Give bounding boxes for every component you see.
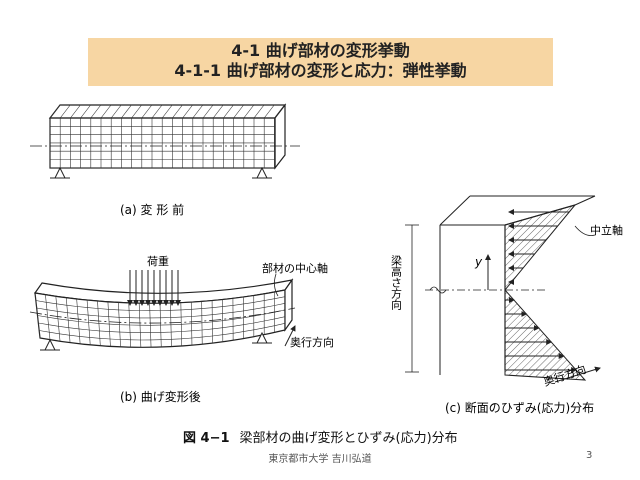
- label-b: (b) 曲げ変形後: [120, 389, 201, 404]
- label-c: (c) 断面のひずみ(応力)分布: [445, 400, 594, 415]
- beam-undeformed: [30, 103, 300, 179]
- beam-deformed: [29, 270, 296, 351]
- footer-credit: 東京都市大学 吉川弘道: [268, 454, 372, 465]
- stress-distribution: [405, 195, 601, 383]
- slide-subtitle: 4-1-1 曲げ部材の変形と応力：弾性挙動: [174, 61, 467, 80]
- neutral-axis-label: 中立軸: [590, 223, 623, 237]
- y-symbol: y: [474, 255, 483, 269]
- figure-caption: 図 4−1 梁部材の曲げ変形とひずみ(応力)分布: [183, 427, 458, 446]
- depth-dir-b-label: 奥行方向: [290, 335, 334, 349]
- slide-title: 4-1 曲げ部材の変形挙動: [231, 41, 410, 60]
- load-label: 荷重: [147, 254, 169, 268]
- figure-caption-text: 梁部材の曲げ変形とひずみ(応力)分布: [239, 431, 458, 446]
- center-axis-label: 部材の中心軸: [262, 261, 328, 275]
- label-a: (a) 変 形 前: [120, 202, 184, 217]
- slide-title-box: 4-1 曲げ部材の変形挙動 4-1-1 曲げ部材の変形と応力：弾性挙動: [88, 38, 553, 86]
- beam-height-label: 梁高さ方向: [390, 254, 403, 310]
- page-number: 3: [586, 450, 593, 461]
- figure-number: 図 4−1: [183, 431, 230, 446]
